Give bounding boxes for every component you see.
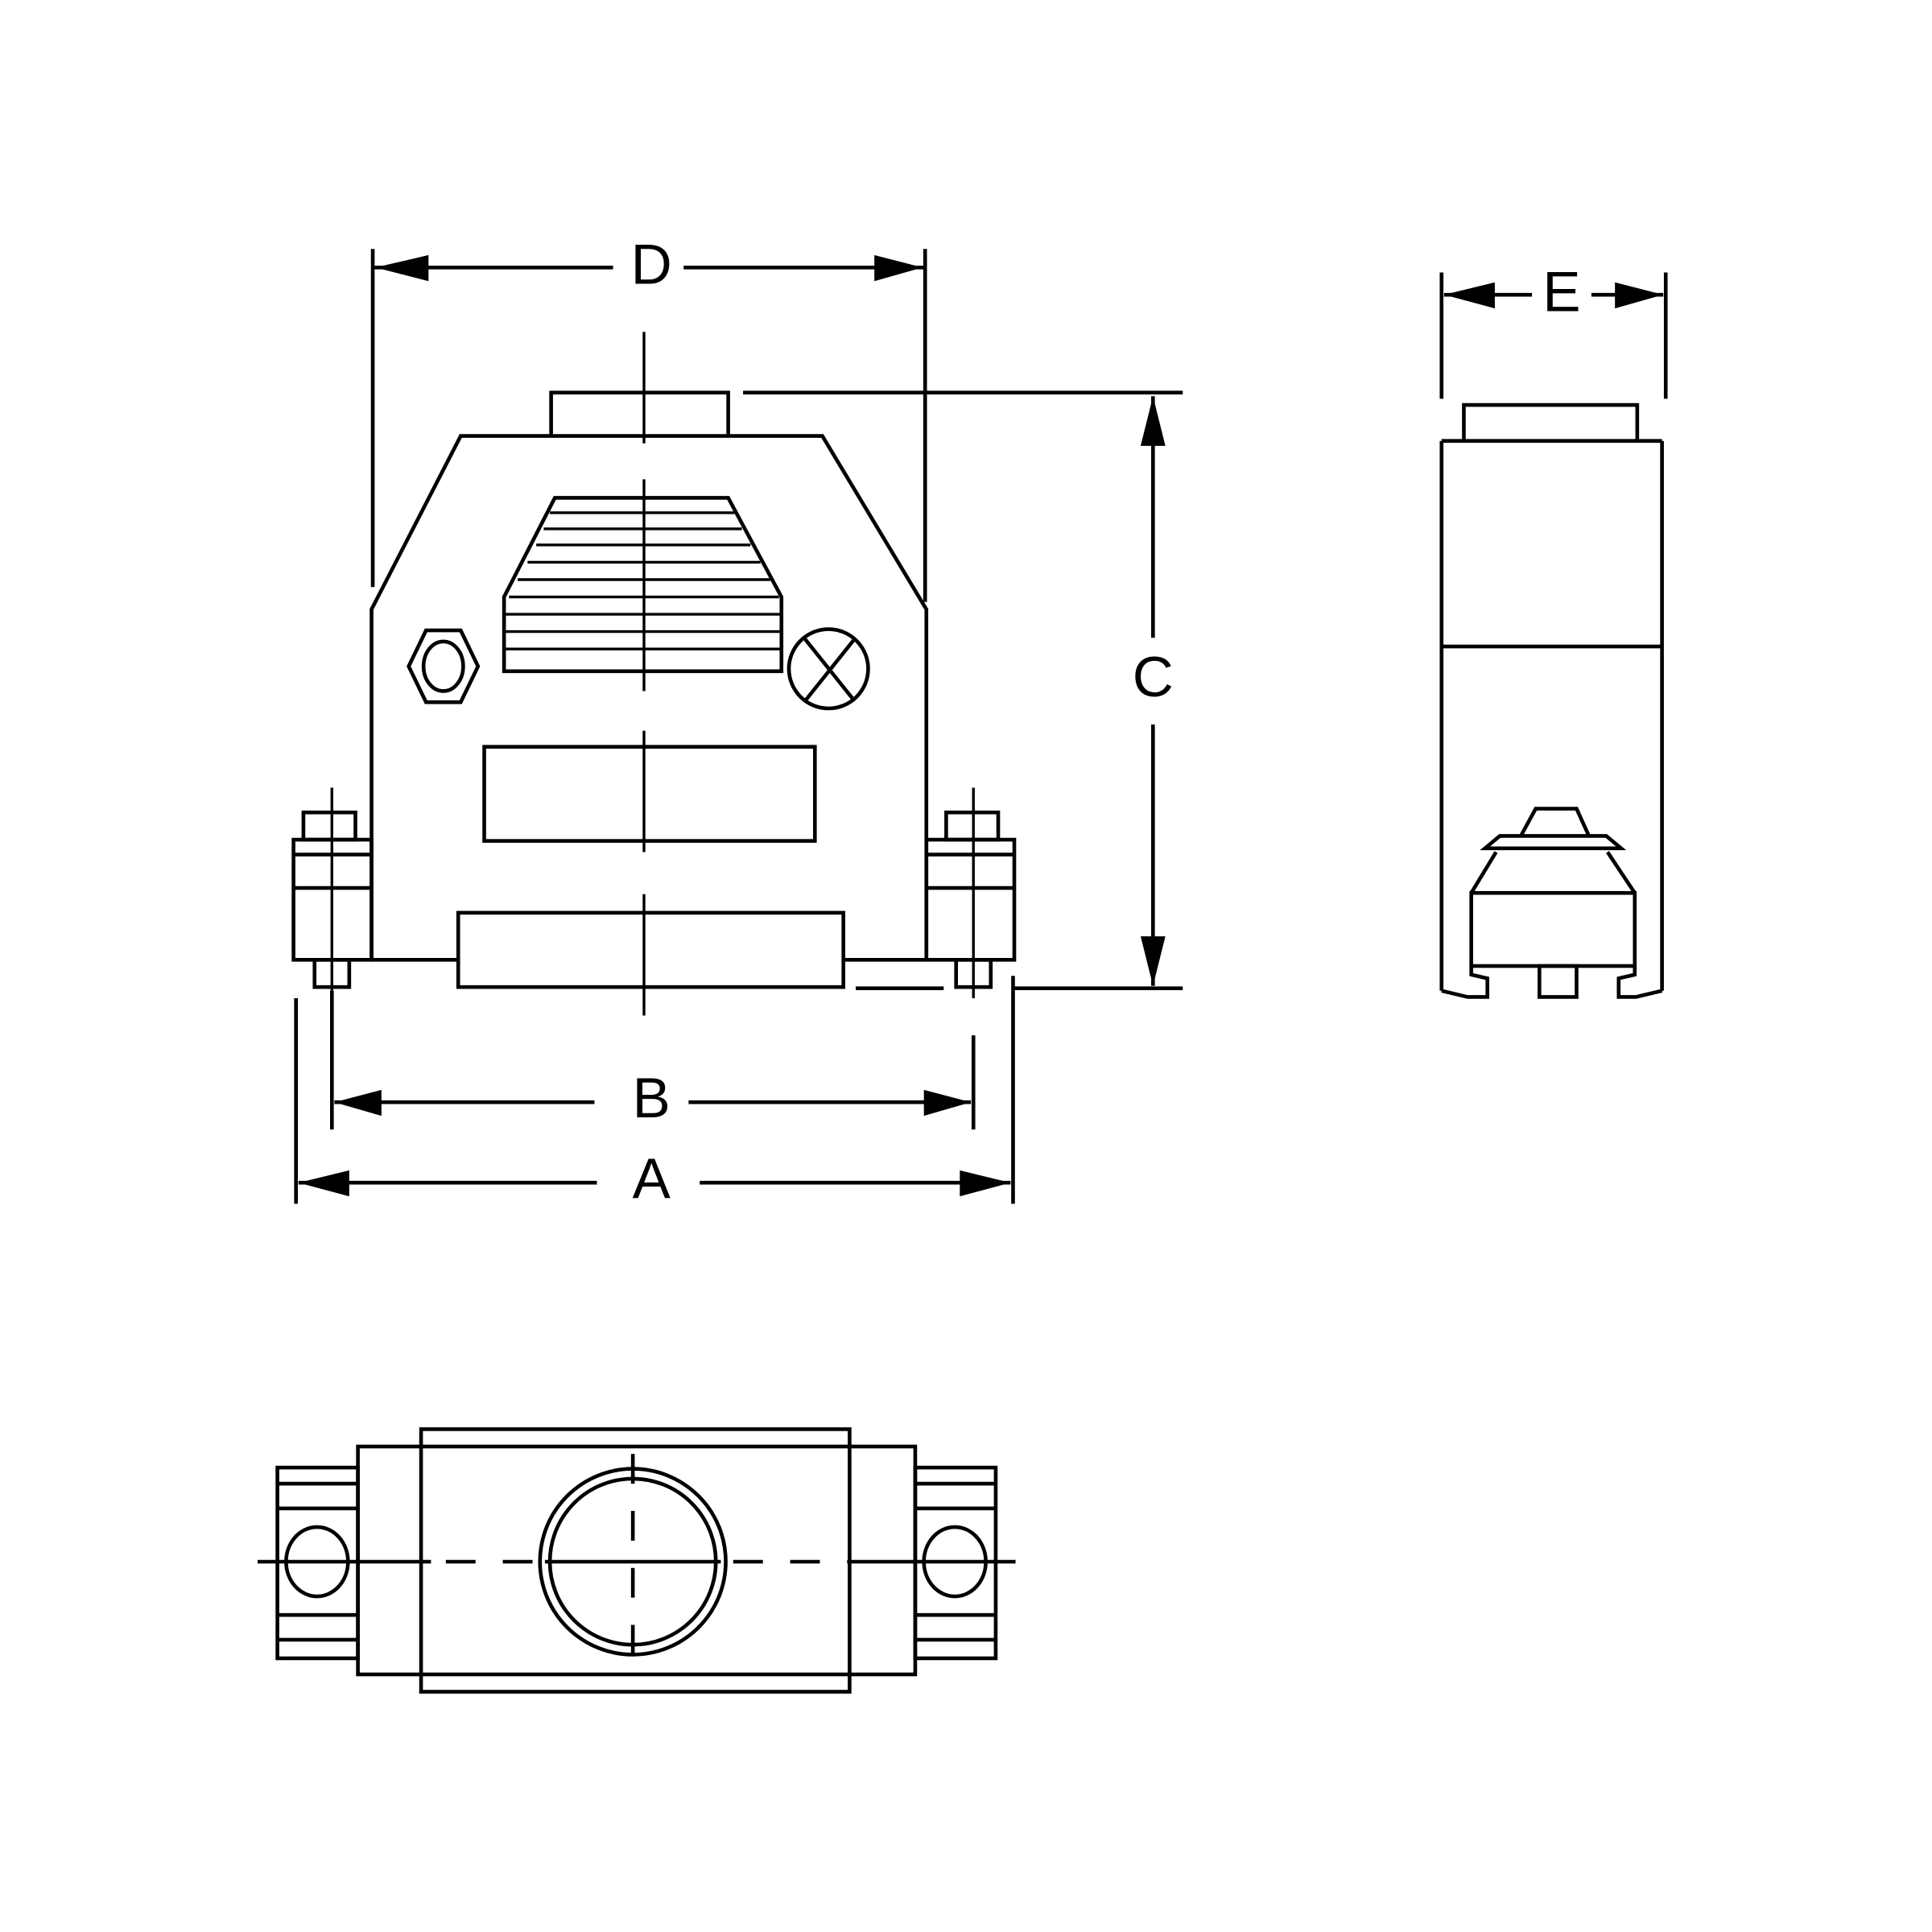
dimension-b: B bbox=[330, 990, 976, 1130]
screw-head-icon bbox=[786, 627, 870, 711]
dimension-e: E bbox=[1439, 259, 1668, 399]
dimension-label-d: D bbox=[631, 233, 672, 296]
bottom-view bbox=[258, 1427, 1016, 1694]
dimension-label-e: E bbox=[1542, 259, 1580, 323]
side-view: E bbox=[1439, 259, 1668, 999]
dimension-label-a: A bbox=[633, 1146, 671, 1210]
dimension-label-b: B bbox=[633, 1066, 671, 1129]
hex-nut-icon bbox=[407, 628, 481, 704]
label-window bbox=[482, 745, 817, 843]
jackscrew-right bbox=[924, 787, 1017, 998]
dimension-label-c: C bbox=[1133, 645, 1174, 708]
cable-grip-ribs bbox=[502, 496, 784, 674]
dimension-d: D bbox=[370, 233, 927, 602]
jackscrew-left bbox=[291, 787, 374, 991]
dimension-c: C bbox=[743, 390, 1183, 990]
front-view: D C B A bbox=[291, 233, 1183, 1210]
dimension-a: A bbox=[294, 976, 1015, 1210]
